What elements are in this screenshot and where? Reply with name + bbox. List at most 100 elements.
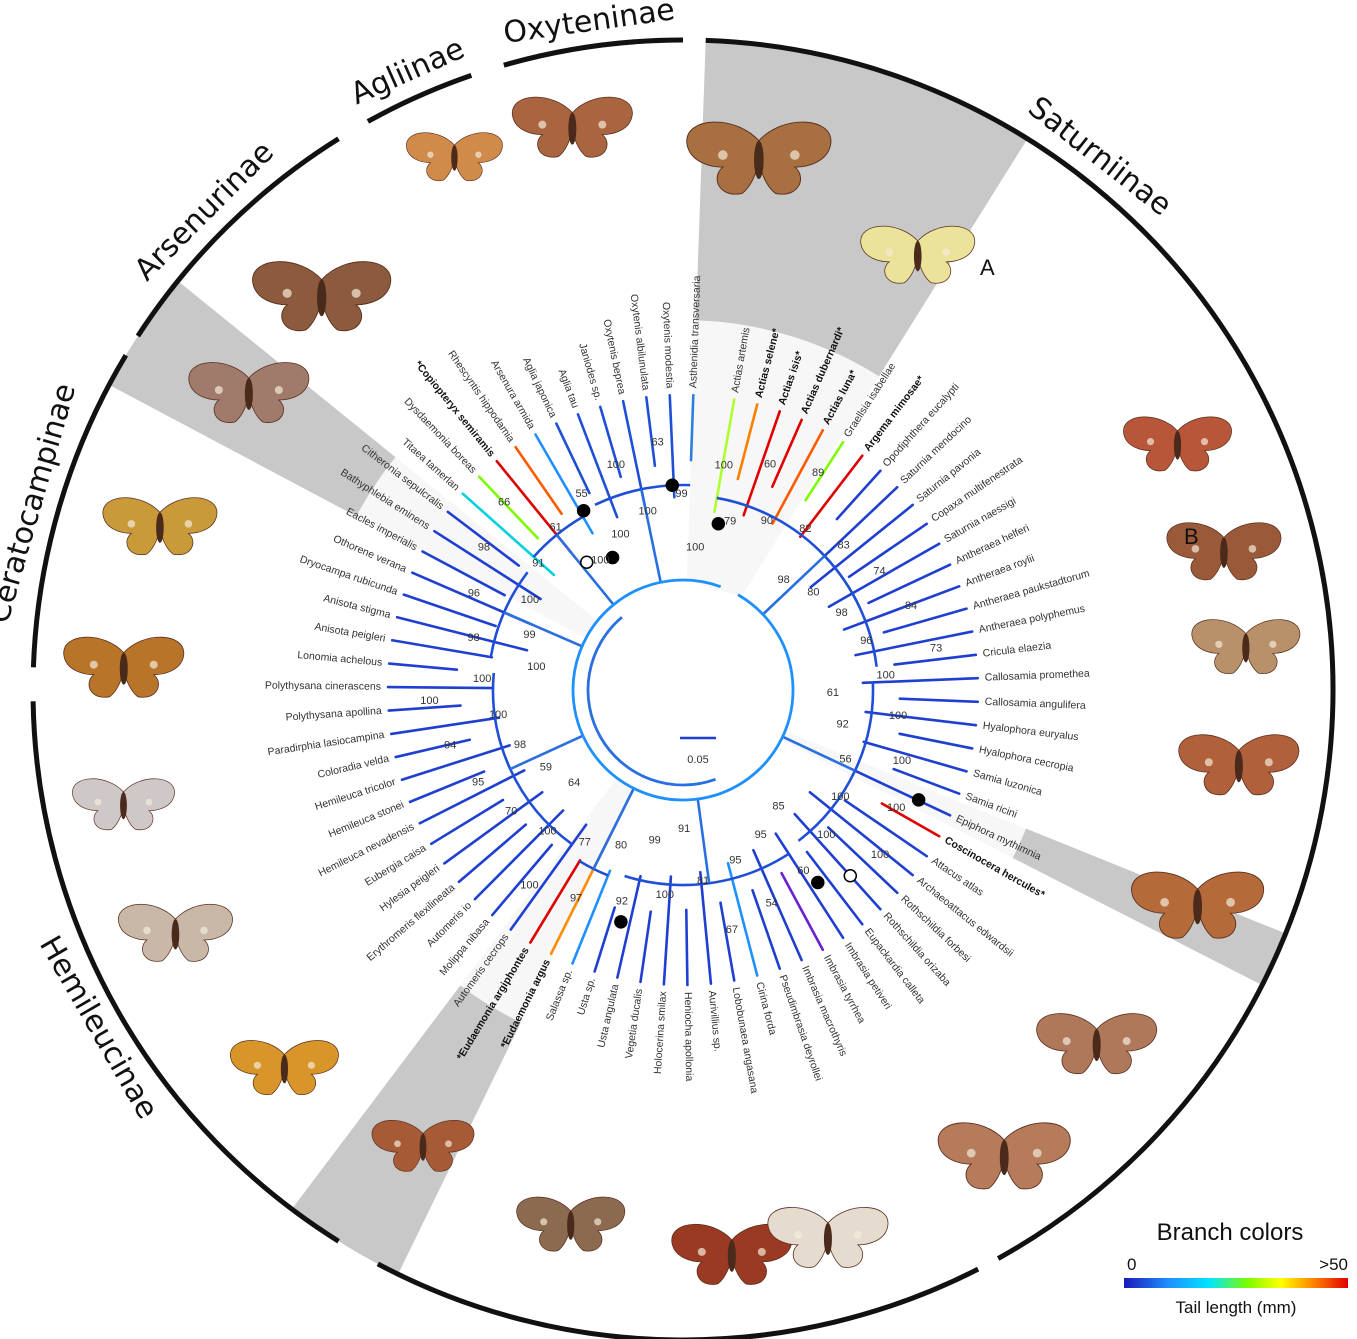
support-value: 67 bbox=[726, 924, 738, 936]
support-value: 55 bbox=[575, 488, 587, 500]
support-value: 98 bbox=[514, 739, 526, 751]
support-value: 99 bbox=[523, 629, 535, 641]
moth-photo bbox=[230, 1041, 338, 1095]
legend-min: 0 bbox=[1127, 1255, 1136, 1274]
taxon-label: Polythysana cinerascens bbox=[265, 680, 381, 693]
node-marker bbox=[615, 916, 627, 928]
legend-title: Branch colors bbox=[1157, 1219, 1304, 1246]
support-value: 73 bbox=[930, 643, 942, 655]
moth-photo bbox=[103, 498, 217, 555]
support-value: 100 bbox=[520, 880, 538, 892]
scale-bar-label: 0.05 bbox=[687, 754, 708, 766]
support-value: 70 bbox=[505, 805, 517, 817]
moth-photo bbox=[253, 262, 391, 331]
node-marker bbox=[913, 794, 925, 806]
node-marker bbox=[812, 877, 824, 889]
moth-photo bbox=[1192, 620, 1300, 674]
photo-marker-a: A bbox=[980, 255, 995, 280]
support-value: 100 bbox=[527, 661, 545, 673]
support-value: 66 bbox=[498, 496, 510, 508]
moth-photo bbox=[118, 904, 232, 961]
tip-branch bbox=[686, 910, 687, 985]
support-value: 91 bbox=[532, 558, 544, 570]
moth-photo bbox=[512, 97, 632, 157]
support-value: 61 bbox=[550, 522, 562, 534]
support-value: 100 bbox=[656, 889, 674, 901]
support-value: 100 bbox=[887, 802, 905, 814]
support-value: 98 bbox=[478, 542, 490, 554]
legend-caption: Tail length (mm) bbox=[1176, 1298, 1297, 1317]
support-value: 60 bbox=[797, 865, 809, 877]
support-value: 100 bbox=[871, 849, 889, 861]
support-value: 96 bbox=[860, 635, 872, 647]
support-value: 74 bbox=[873, 565, 885, 577]
support-value: 84 bbox=[905, 600, 917, 612]
support-value: 100 bbox=[893, 755, 911, 767]
support-value: 100 bbox=[889, 710, 907, 722]
support-value: 95 bbox=[472, 777, 484, 789]
support-value: 80 bbox=[615, 839, 627, 851]
support-value: 100 bbox=[639, 506, 657, 518]
support-value: 98 bbox=[835, 607, 847, 619]
legend-gradient-bar bbox=[1124, 1278, 1348, 1288]
node-marker bbox=[712, 518, 724, 530]
support-value: 81 bbox=[697, 875, 709, 887]
support-value: 100 bbox=[489, 709, 507, 721]
support-value: 100 bbox=[877, 670, 895, 682]
support-value: 60 bbox=[764, 458, 776, 470]
support-value: 100 bbox=[611, 528, 629, 540]
moth-photo bbox=[406, 133, 502, 181]
support-value: 98 bbox=[777, 574, 789, 586]
taxon-label: Heniocha apollonia bbox=[682, 992, 695, 1082]
support-value: 56 bbox=[839, 754, 851, 766]
moth-photo bbox=[768, 1207, 888, 1267]
inner-clear bbox=[313, 320, 1053, 1060]
moth-photo bbox=[938, 1123, 1070, 1189]
node-marker bbox=[578, 505, 590, 517]
support-value: 100 bbox=[831, 791, 849, 803]
support-value: 96 bbox=[468, 588, 480, 600]
support-value: 95 bbox=[755, 829, 767, 841]
photo-marker-b: B bbox=[1184, 524, 1199, 549]
support-value: 77 bbox=[579, 837, 591, 849]
support-value: 100 bbox=[521, 594, 539, 606]
support-value: 95 bbox=[729, 854, 741, 866]
moth-photo bbox=[1037, 1014, 1157, 1074]
support-value: 92 bbox=[616, 895, 628, 907]
support-value: 91 bbox=[678, 823, 690, 835]
support-value: 89 bbox=[812, 467, 824, 479]
node-marker bbox=[844, 870, 856, 882]
support-value: 54 bbox=[766, 898, 778, 910]
support-value: 94 bbox=[444, 739, 456, 751]
support-value: 100 bbox=[420, 695, 438, 707]
support-value: 79 bbox=[724, 516, 736, 528]
moth-photo bbox=[1179, 735, 1299, 795]
support-value: 85 bbox=[772, 801, 784, 813]
support-value: 100 bbox=[591, 555, 609, 567]
support-value: 98 bbox=[468, 632, 480, 644]
support-value: 92 bbox=[837, 718, 849, 730]
support-value: 100 bbox=[686, 542, 704, 554]
support-value: 61 bbox=[827, 687, 839, 699]
support-value: 100 bbox=[473, 673, 491, 685]
support-value: 100 bbox=[715, 460, 733, 472]
moth-photo bbox=[64, 637, 184, 697]
support-value: 59 bbox=[540, 762, 552, 774]
support-value: 97 bbox=[570, 893, 582, 905]
tip-branch bbox=[388, 687, 493, 688]
support-value: 100 bbox=[817, 829, 835, 841]
support-value: 82 bbox=[799, 523, 811, 535]
support-value: 99 bbox=[649, 834, 661, 846]
legend-max: >50 bbox=[1319, 1255, 1348, 1274]
support-value: 64 bbox=[568, 777, 580, 789]
support-value: 83 bbox=[837, 540, 849, 552]
support-value: 63 bbox=[652, 436, 664, 448]
support-value: 90 bbox=[761, 515, 773, 527]
moth-photo bbox=[1123, 417, 1231, 471]
moth-photo bbox=[72, 779, 174, 830]
support-value: 80 bbox=[807, 587, 819, 599]
support-value: 100 bbox=[538, 825, 556, 837]
support-value: 99 bbox=[675, 488, 687, 500]
moth-photo bbox=[517, 1197, 625, 1251]
